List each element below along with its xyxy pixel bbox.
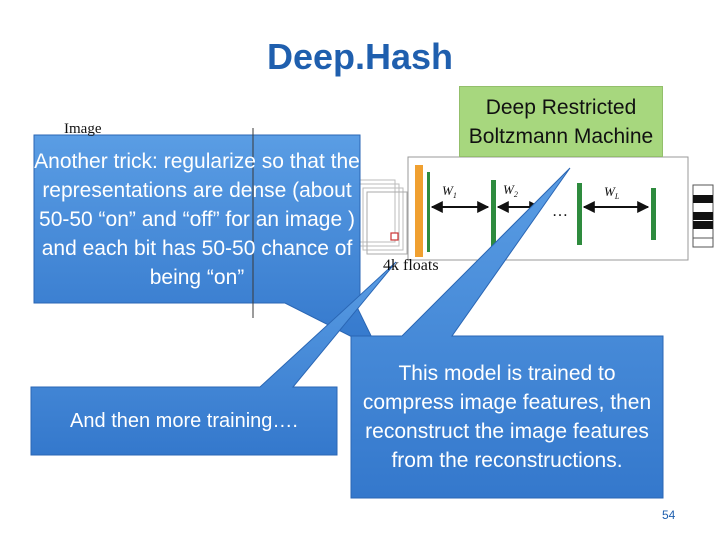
hidden-layer-1 xyxy=(427,172,430,252)
callout-training: And then more training…. xyxy=(31,387,337,455)
slide-title: Deep.Hash xyxy=(266,36,454,77)
callout-model: This model is trained to compress image … xyxy=(351,336,663,498)
callout-trick: Another trick: regularize so that the re… xyxy=(34,135,360,303)
callout-training-text: And then more training…. xyxy=(70,409,298,432)
pixel-marker xyxy=(390,232,399,241)
binary-code-strip xyxy=(692,184,714,248)
callout-model-shape xyxy=(350,167,664,499)
hidden-layer-3 xyxy=(577,183,582,245)
callout-trick-shape xyxy=(33,134,380,352)
rbm-label: Deep Restricted Boltzmann Machine xyxy=(468,95,654,148)
callout-model-text: This model is trained to compress image … xyxy=(362,362,652,472)
weight-label-1: W1 xyxy=(442,183,457,200)
network-box xyxy=(407,156,689,261)
layers-ellipsis: … xyxy=(552,203,568,220)
code-layer xyxy=(651,188,656,240)
page-number: 54 xyxy=(662,508,676,522)
image-stack xyxy=(354,179,408,255)
weight-label-3: WL xyxy=(604,184,620,201)
callout-trick-text: Another trick: regularize so that the re… xyxy=(34,149,360,289)
hidden-layer-2 xyxy=(491,180,496,248)
rbm-label-box: Deep Restricted Boltzmann Machine xyxy=(459,86,663,157)
callout-training-shape xyxy=(30,261,397,456)
input-layer xyxy=(415,165,423,257)
weight-label-2: W2 xyxy=(503,182,518,199)
floats-label: 4k floats xyxy=(383,257,439,274)
image-label: Image xyxy=(64,121,102,137)
